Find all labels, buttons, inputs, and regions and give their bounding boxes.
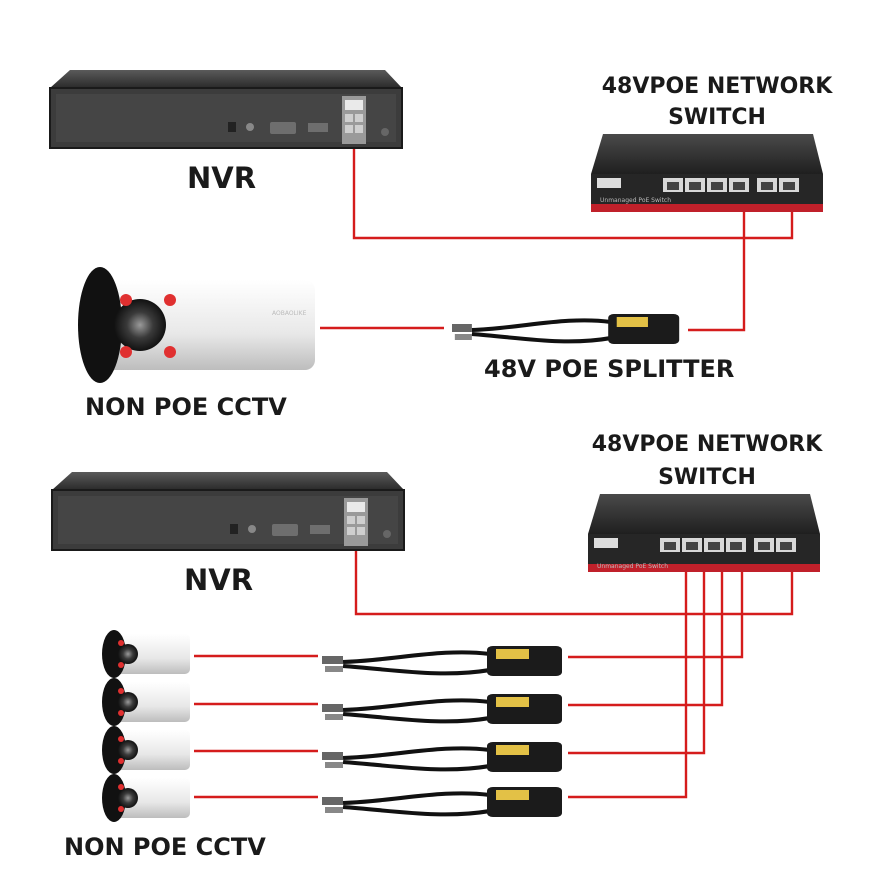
bottom-switch-subtitle: Unmanaged PoE Switch	[597, 563, 668, 570]
top-camera-label: NON POE CCTV	[85, 393, 287, 421]
bottom-camera-2	[102, 678, 190, 726]
bottom-poe-switch: Unmanaged PoE Switch	[588, 494, 820, 572]
top-camera: AOBAOLIKE	[78, 267, 315, 383]
bottom-camera-label: NON POE CCTV	[64, 833, 266, 861]
bottom-camera-3	[102, 726, 190, 774]
top-poe-splitter	[452, 314, 679, 344]
top-switch-subtitle: Unmanaged PoE Switch	[600, 197, 671, 204]
top-splitter-label: 48V POE SPLITTER	[484, 355, 734, 383]
bottom-switch-label-line1: 48VPOE NETWORK	[592, 432, 824, 457]
bottom-splitter-2	[322, 694, 562, 724]
bottom-splitter-4	[322, 787, 562, 817]
bottom-splitter-3	[322, 742, 562, 772]
top-poe-switch: Unmanaged PoE Switch	[591, 134, 823, 212]
top-switch-label-line2: SWITCH	[668, 105, 766, 130]
bottom-wires	[194, 530, 794, 799]
top-wires	[320, 111, 794, 332]
bottom-camera-1	[102, 630, 190, 678]
bottom-nvr	[51, 471, 405, 551]
top-switch-label-line1: 48VPOE NETWORK	[602, 74, 834, 99]
bottom-camera-4	[102, 774, 190, 822]
top-nvr-label: NVR	[187, 161, 256, 195]
top-camera-brand: AOBAOLIKE	[272, 310, 307, 317]
top-nvr	[49, 69, 403, 149]
bottom-switch-label-line2: SWITCH	[658, 465, 756, 490]
bottom-splitter-1	[322, 646, 562, 676]
bottom-nvr-label: NVR	[184, 563, 253, 597]
